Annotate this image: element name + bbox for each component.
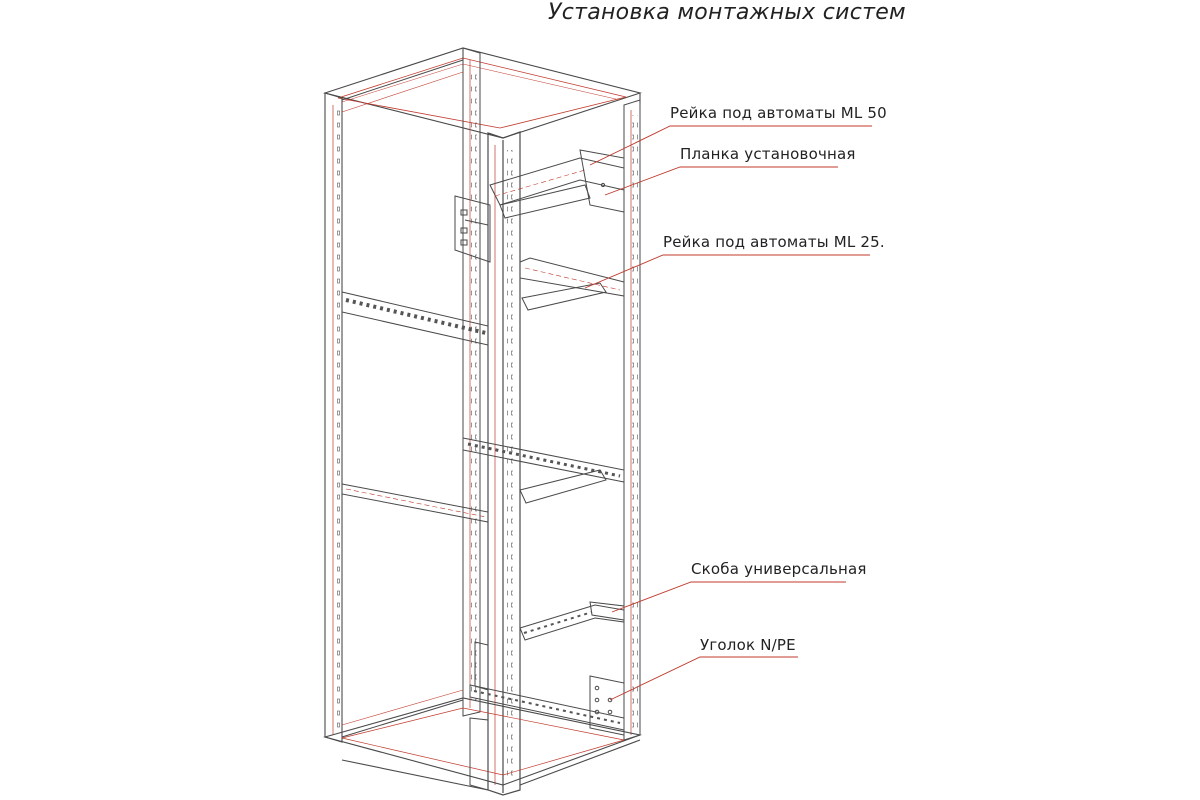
callout-universal-bracket: Скоба универсальная <box>691 560 867 578</box>
top-frame <box>323 47 642 139</box>
callout-mounting-plate: Планка установочная <box>680 145 856 163</box>
callout-rail-ml25: Рейка под автоматы ML 25. <box>663 233 885 251</box>
bottom-frame <box>322 697 642 791</box>
leader-mounting-plate <box>604 166 838 196</box>
front-right-post <box>487 131 521 796</box>
diagram-title: Установка монтажных систем <box>548 0 906 25</box>
front-rail-middle <box>341 483 489 523</box>
universal-bracket <box>519 601 625 641</box>
leader-universal-bracket <box>611 581 846 613</box>
mounting-plate <box>454 195 491 263</box>
front-left-post <box>324 92 343 743</box>
bottom-rail <box>469 641 625 791</box>
leader-rail-ml25 <box>584 254 870 289</box>
rear-rail-middle <box>462 437 625 504</box>
leader-rail-ml50 <box>589 125 872 166</box>
rear-right-post <box>623 99 641 741</box>
leader-np-corner <box>609 656 798 701</box>
leader-lines <box>584 125 872 701</box>
rear-left-post <box>462 47 481 717</box>
callout-rail-ml50: Рейка под автоматы ML 50 <box>670 104 887 122</box>
callout-np-corner: Уголок N/PE <box>700 636 796 654</box>
left-side-frame <box>341 59 464 738</box>
rail-ml25 <box>519 257 625 311</box>
front-rail-upper <box>341 291 489 346</box>
